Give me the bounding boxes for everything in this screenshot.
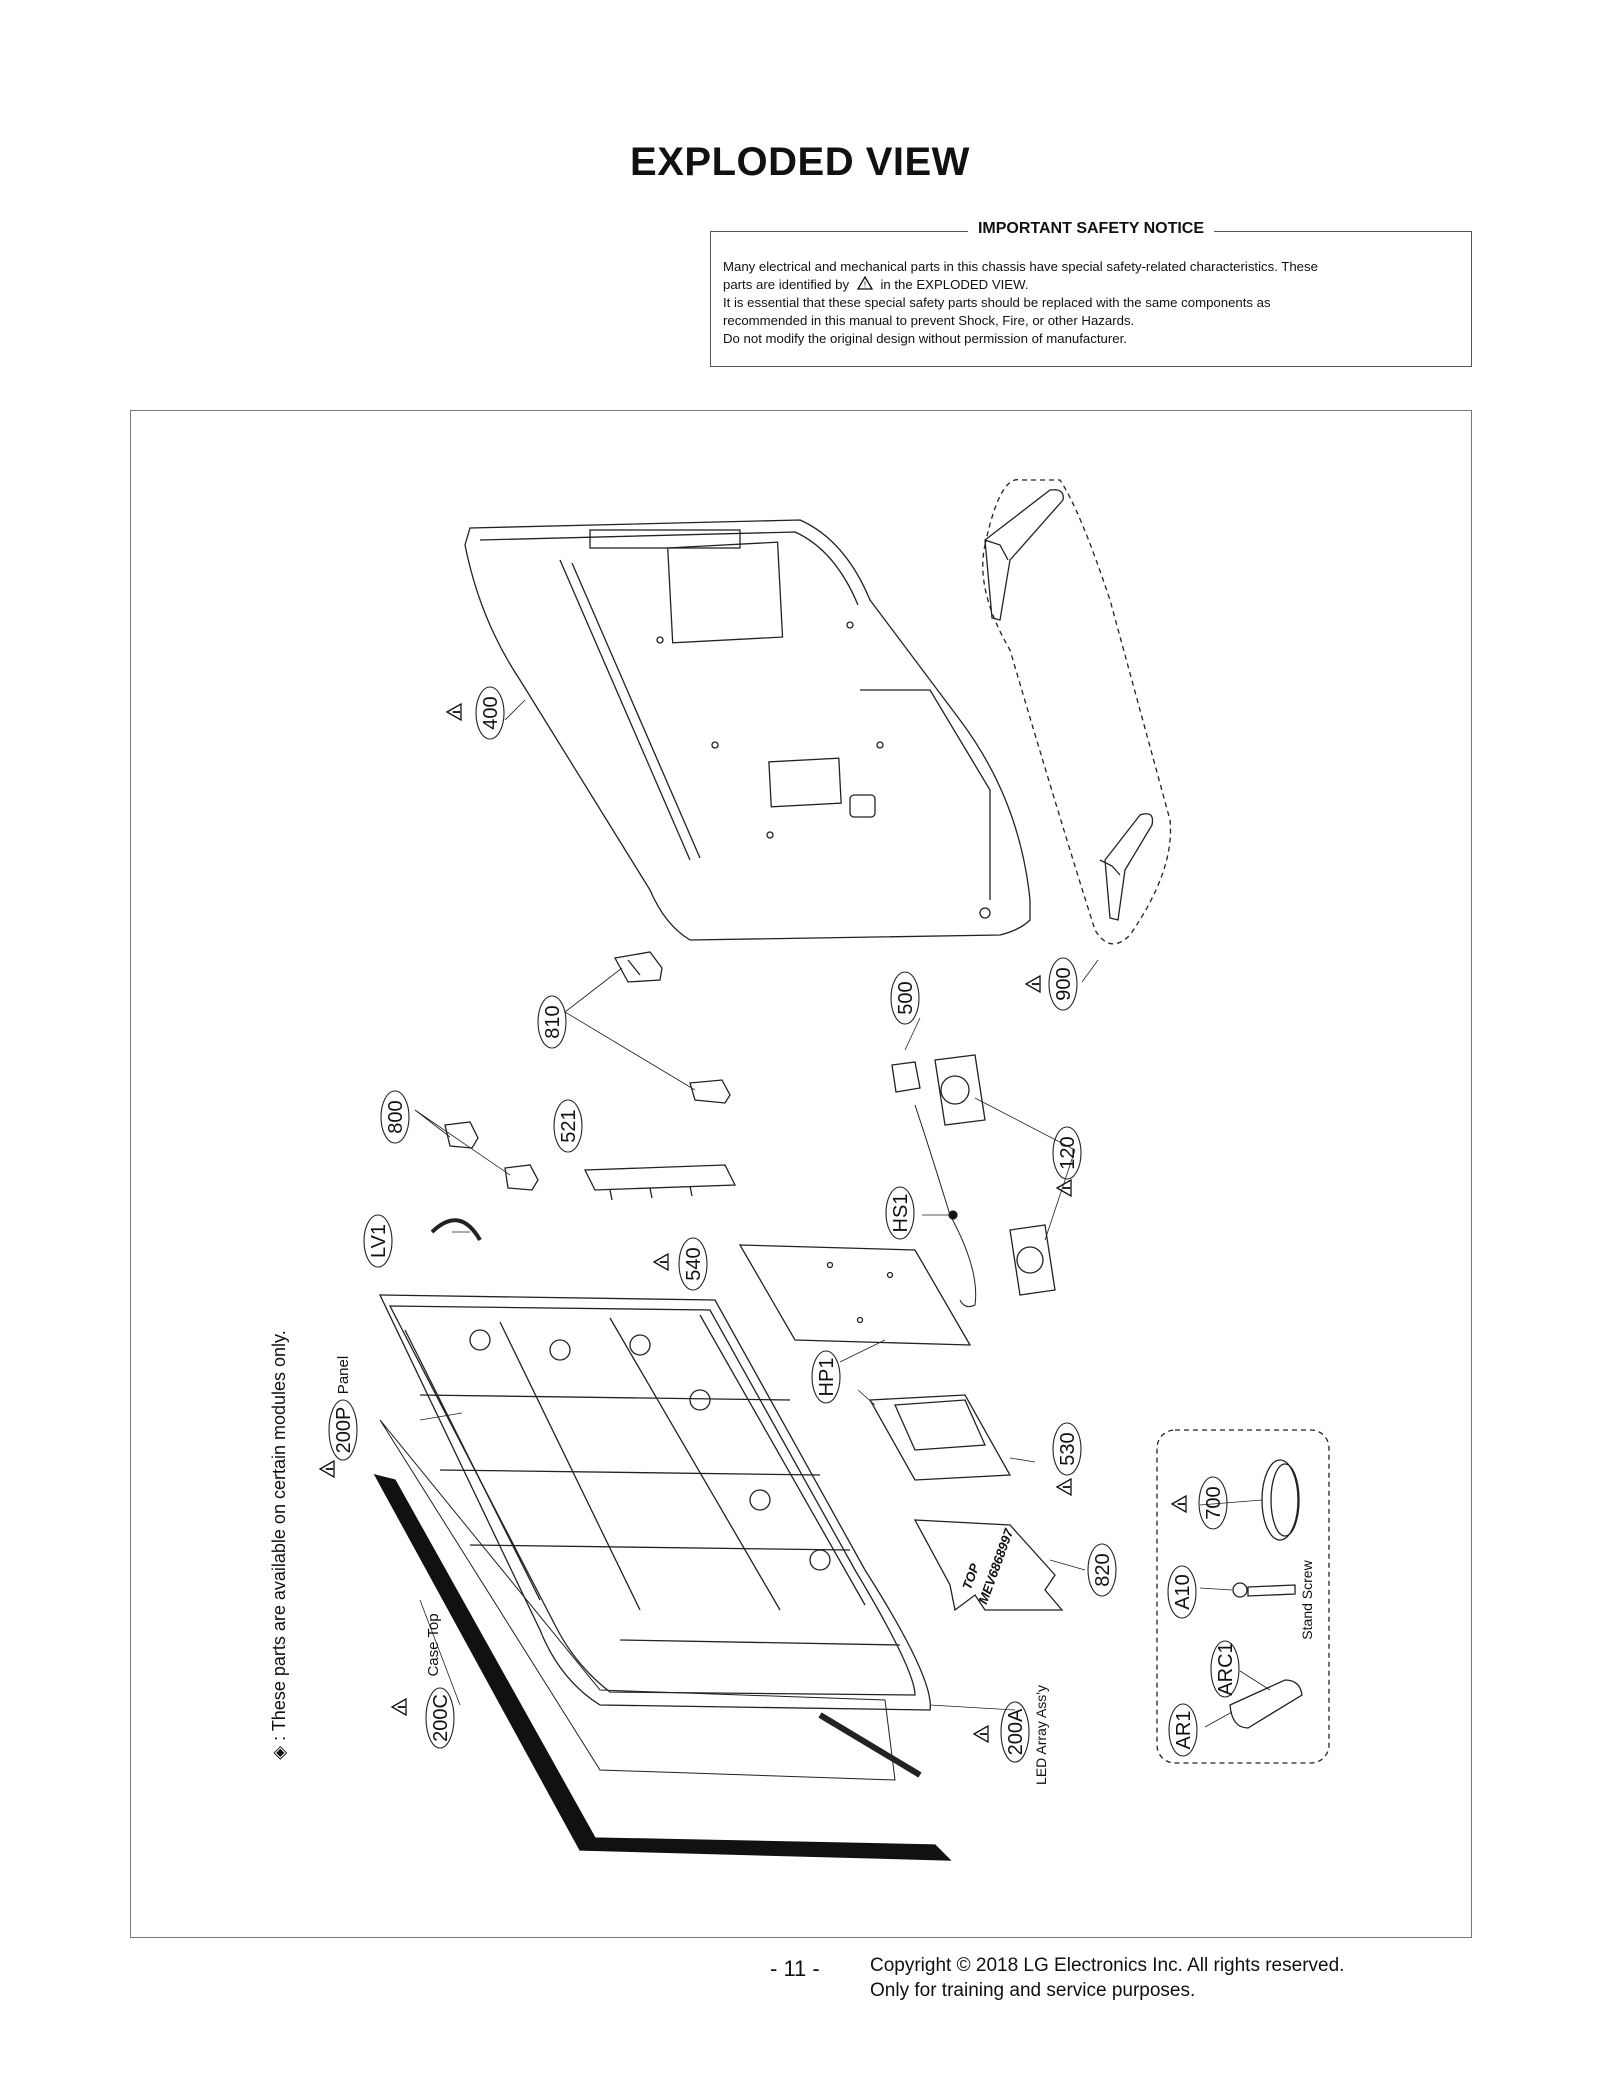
bracket-810-lower bbox=[689, 1079, 731, 1104]
label-200p: 200P bbox=[333, 1407, 355, 1454]
label-arc1: ARC1 bbox=[1215, 1642, 1237, 1695]
speaker-cable bbox=[914, 1104, 977, 1308]
pcb-label-top: TOP bbox=[959, 1561, 982, 1591]
lvds-cable-part bbox=[430, 1218, 482, 1242]
label-hs1: HS1 bbox=[890, 1194, 912, 1233]
footer-copyright: Copyright © 2018 LG Electronics Inc. All… bbox=[870, 1953, 1344, 2003]
label-led-array: LED Array Ass'y bbox=[1033, 1685, 1049, 1785]
warning-triangle-icon: ! bbox=[856, 275, 873, 290]
bracket-800-upper bbox=[444, 1121, 479, 1149]
stand-group-outline bbox=[982, 479, 1172, 945]
remote-part bbox=[1229, 1679, 1303, 1729]
pcb-label-code: MEV6868997 bbox=[975, 1526, 1016, 1606]
page-title: EXPLODED VIEW bbox=[630, 140, 970, 184]
power-cord-part bbox=[1261, 1459, 1300, 1541]
speaker-upper-part bbox=[934, 1054, 986, 1126]
label-540: 540 bbox=[683, 1247, 705, 1280]
label-500: 500 bbox=[895, 981, 917, 1014]
label-700: 700 bbox=[1203, 1486, 1225, 1519]
label-hp1: HP1 bbox=[816, 1358, 838, 1397]
label-120: 120 bbox=[1057, 1136, 1079, 1169]
back-cover-part bbox=[464, 519, 1031, 941]
label-900: 900 bbox=[1053, 967, 1075, 1000]
label-ar1: AR1 bbox=[1173, 1711, 1195, 1750]
notice-line-1: Many electrical and mechanical parts in … bbox=[723, 259, 1318, 274]
safety-notice-text: Many electrical and mechanical parts in … bbox=[723, 258, 1459, 348]
stand-lower-part bbox=[1099, 813, 1154, 921]
power-board-530 bbox=[868, 1394, 1012, 1481]
bracket-810-upper bbox=[613, 951, 663, 983]
led-array-200a bbox=[818, 1712, 922, 1778]
notice-line-5: Do not modify the original design withou… bbox=[723, 331, 1127, 346]
stand-upper-part bbox=[984, 489, 1064, 621]
copyright-line: Copyright © 2018 LG Electronics Inc. All… bbox=[870, 1955, 1345, 1976]
label-400: 400 bbox=[480, 696, 502, 729]
training-line: Only for training and service purposes. bbox=[870, 1980, 1196, 2001]
insulation-sheet-820 bbox=[913, 1519, 1064, 1612]
label-lv1: LV1 bbox=[368, 1224, 390, 1258]
label-stand-screw: Stand Screw bbox=[1299, 1559, 1315, 1639]
page-number: - 11 - bbox=[770, 1956, 820, 1981]
notice-line-4: recommended in this manual to prevent Sh… bbox=[723, 313, 1135, 328]
safety-notice-heading: IMPORTANT SAFETY NOTICE bbox=[967, 220, 1215, 237]
diagram-frame bbox=[130, 410, 1472, 1938]
label-521: 521 bbox=[558, 1109, 580, 1142]
accessories-group-outline bbox=[1156, 1429, 1330, 1764]
bracket-521-part bbox=[583, 1164, 737, 1201]
case-top-200c bbox=[373, 1474, 952, 1861]
label-810: 810 bbox=[542, 1005, 564, 1038]
label-a10: A10 bbox=[1172, 1574, 1194, 1610]
label-panel: Panel bbox=[335, 1356, 352, 1394]
notice-line-3: It is essential that these special safet… bbox=[723, 295, 1271, 310]
side-note: ◈ : These parts are available on certain… bbox=[269, 1330, 289, 1759]
label-800: 800 bbox=[385, 1100, 407, 1133]
label-530: 530 bbox=[1057, 1432, 1079, 1465]
svg-text:!: ! bbox=[864, 281, 866, 290]
label-200c: 200C bbox=[430, 1694, 452, 1742]
notice-line-2: parts are identified by ! in the EXPLODE… bbox=[723, 275, 1029, 292]
screw-part bbox=[1232, 1582, 1296, 1598]
main-board-540 bbox=[738, 1244, 972, 1346]
label-820: 820 bbox=[1092, 1553, 1114, 1586]
label-case-top: Case Top bbox=[425, 1613, 442, 1676]
module-chassis bbox=[378, 1294, 931, 1711]
speaker-lower-part bbox=[1009, 1224, 1056, 1296]
safety-notice-box: IMPORTANT SAFETY NOTICE Many electrical … bbox=[710, 220, 1472, 367]
label-200a: 200A bbox=[1005, 1708, 1027, 1755]
speaker-500-part bbox=[891, 1061, 921, 1093]
panel-200p bbox=[379, 1419, 896, 1781]
bracket-800-lower bbox=[504, 1164, 539, 1191]
